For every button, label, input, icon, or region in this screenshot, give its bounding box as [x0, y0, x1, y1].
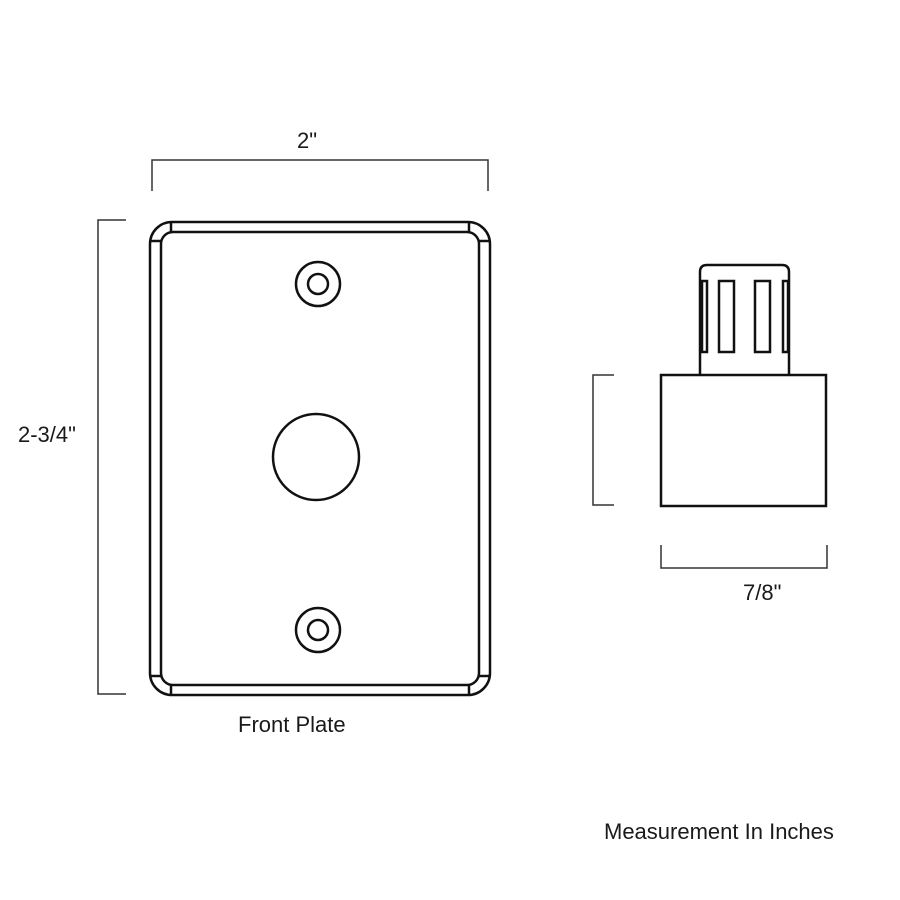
front-plate-inner-edge [159, 230, 481, 687]
bottom-screw-icon [294, 606, 342, 654]
knob-width-label: 7/8" [743, 580, 782, 605]
knob-width-bracket [660, 545, 828, 569]
units-note: Measurement In Inches [604, 819, 834, 844]
height-label: 2-3/4" [18, 422, 76, 447]
knob-slot [753, 279, 772, 354]
front-plate [148, 220, 492, 697]
width-label: 2" [297, 128, 318, 153]
knob-slot [717, 279, 736, 354]
dimmer-knob [659, 263, 828, 508]
knob-slot [700, 279, 709, 354]
knob-slot [781, 279, 790, 354]
knob-body [659, 373, 828, 508]
front-plate-caption: Front Plate [238, 712, 346, 737]
height-dimension-bracket [97, 219, 126, 695]
front-plate-outer-edge [148, 220, 492, 697]
knob-shaft [698, 263, 791, 375]
center-knob-hole [271, 412, 361, 502]
knob-height-bracket [592, 374, 614, 506]
width-dimension-bracket [151, 159, 489, 191]
top-screw-icon [294, 260, 342, 308]
